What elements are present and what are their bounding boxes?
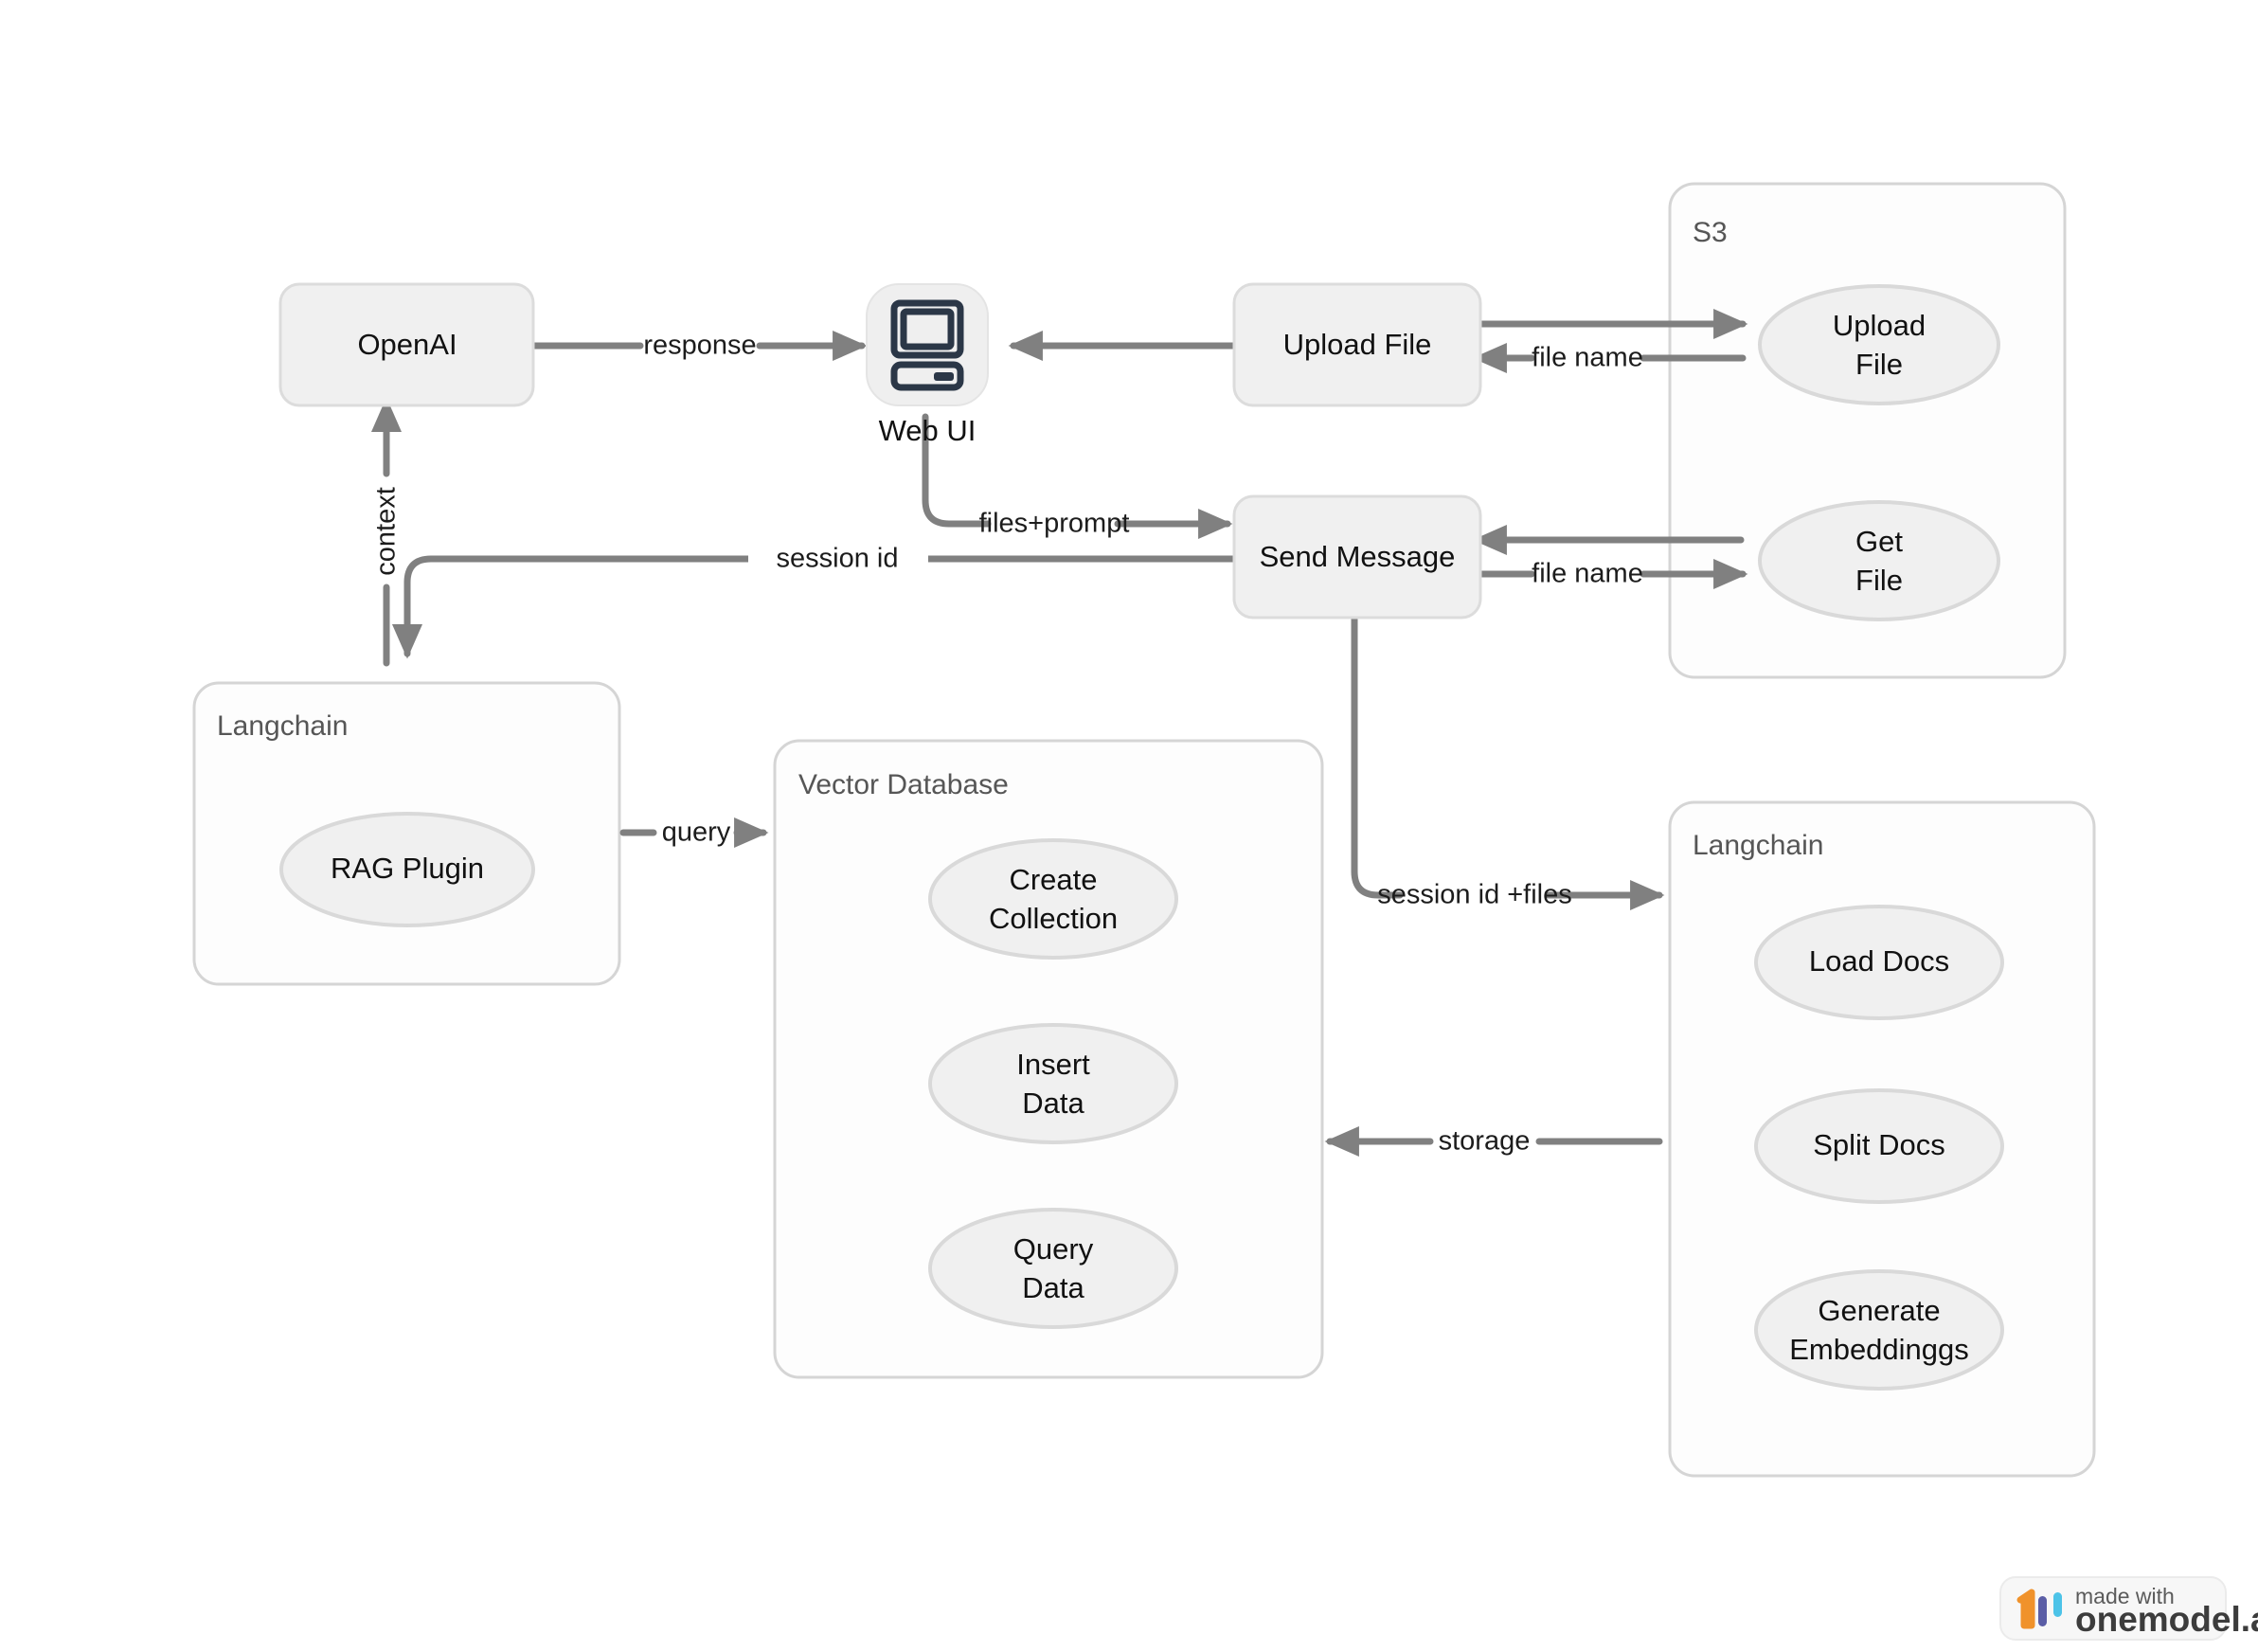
node-s3-get-file-ellipse[interactable] <box>1758 500 2000 621</box>
node-create-collection-label-line2: Collection <box>989 902 1118 935</box>
node-upload-file-action-label: Upload File <box>1283 328 1432 361</box>
node-rag-plugin[interactable]: RAG Plugin <box>279 812 535 927</box>
node-s3-upload-file[interactable]: Upload File <box>1758 284 2000 405</box>
node-upload-file-action-rect[interactable] <box>1232 282 1482 407</box>
node-generate-embeddings-ellipse[interactable] <box>1754 1269 2004 1391</box>
node-webui[interactable]: Web UI <box>866 283 989 447</box>
edge-sendmessage-to-s3getfile: file name <box>1474 559 1748 590</box>
node-generate-embeddings-label-line1: Generate <box>1818 1294 1940 1327</box>
edge-label-response: response <box>643 331 756 361</box>
node-send-message-rect[interactable] <box>1232 494 1482 620</box>
node-send-message[interactable]: Send Message <box>1232 494 1482 620</box>
group-langchain-right-label: Langchain <box>1693 830 1823 861</box>
edge-langchain-right-to-vectordb: storage <box>1324 1126 1663 1158</box>
node-load-docs-label: Load Docs <box>1809 944 1949 978</box>
node-split-docs[interactable]: Split Docs <box>1754 1088 2004 1204</box>
edge-label-query: query <box>662 817 731 848</box>
node-load-docs-ellipse[interactable] <box>1754 905 2004 1020</box>
node-create-collection[interactable]: Create Collection <box>928 838 1178 960</box>
node-create-collection-label-line1: Create <box>1009 863 1097 896</box>
node-webui-label: Web UI <box>879 414 977 447</box>
node-rag-plugin-ellipse[interactable] <box>279 812 535 927</box>
node-s3-upload-file-label-line1: Upload <box>1833 309 1926 342</box>
node-openai-rect[interactable] <box>278 282 535 407</box>
node-s3-get-file-label-line2: File <box>1855 564 1903 597</box>
node-insert-data-label-line1: Insert <box>1016 1048 1090 1081</box>
node-split-docs-ellipse[interactable] <box>1754 1088 2004 1204</box>
node-query-data-ellipse[interactable] <box>928 1208 1178 1329</box>
node-create-collection-ellipse[interactable] <box>928 838 1178 960</box>
node-query-data[interactable]: Query Data <box>928 1208 1178 1329</box>
node-openai[interactable]: OpenAI <box>278 282 535 407</box>
node-generate-embeddings-label-line2: Embeddinggs <box>1789 1333 1969 1366</box>
node-s3-get-file[interactable]: Get File <box>1758 500 2000 621</box>
edge-sendmessage-to-langchain-right: session id +files <box>1351 612 1665 911</box>
node-rag-plugin-label: RAG Plugin <box>331 852 484 885</box>
node-generate-embeddings[interactable]: Generate Embeddinggs <box>1754 1269 2004 1391</box>
edge-s3upload-to-uploadfile: file name <box>1472 343 1747 374</box>
onemodel-logo-icon <box>2016 1589 2062 1629</box>
edge-label-file-name-upload: file name <box>1532 343 1643 373</box>
node-s3-upload-file-label-line2: File <box>1855 348 1903 381</box>
node-s3-upload-file-ellipse[interactable] <box>1758 284 2000 405</box>
watermark-badge[interactable]: made with onemodel.app <box>1999 1576 2258 1641</box>
node-send-message-label: Send Message <box>1260 540 1456 573</box>
watermark-app-name: onemodel.app <box>2075 1600 2258 1639</box>
edge-label-storage: storage <box>1439 1126 1531 1157</box>
edge-openai-to-webui: response <box>529 331 868 362</box>
group-vector-database-label: Vector Database <box>798 769 1009 800</box>
edge-webui-to-sendmessage: files+prompt <box>922 413 1233 540</box>
node-openai-label: OpenAI <box>357 328 457 361</box>
node-insert-data-ellipse[interactable] <box>928 1023 1178 1144</box>
edge-sendmessage-to-langchain-left: session id <box>391 540 1237 659</box>
edge-label-file-name-get: file name <box>1532 559 1643 589</box>
edge-label-context: context <box>371 487 402 576</box>
edge-label-session-id-files: session id +files <box>1377 880 1572 910</box>
desktop-computer-icon <box>890 299 964 391</box>
group-s3-label: S3 <box>1693 217 1728 248</box>
node-insert-data[interactable]: Insert Data <box>928 1023 1178 1144</box>
node-insert-data-label-line2: Data <box>1022 1086 1084 1120</box>
edge-label-files-prompt: files+prompt <box>979 509 1130 539</box>
node-query-data-label-line2: Data <box>1022 1271 1084 1304</box>
group-langchain-left-label: Langchain <box>217 710 348 742</box>
edge-label-session-id: session id <box>777 544 899 574</box>
node-split-docs-label: Split Docs <box>1813 1128 1945 1161</box>
node-upload-file-action[interactable]: Upload File <box>1232 282 1482 407</box>
node-s3-get-file-label-line1: Get <box>1855 525 1903 558</box>
node-query-data-label-line1: Query <box>1013 1232 1094 1266</box>
watermark-made-with: made with <box>2075 1584 2175 1608</box>
edge-ragplugin-to-vectordb: query <box>619 817 769 849</box>
node-load-docs[interactable]: Load Docs <box>1754 905 2004 1020</box>
edge-langchain-left-to-openai: context <box>371 397 403 667</box>
